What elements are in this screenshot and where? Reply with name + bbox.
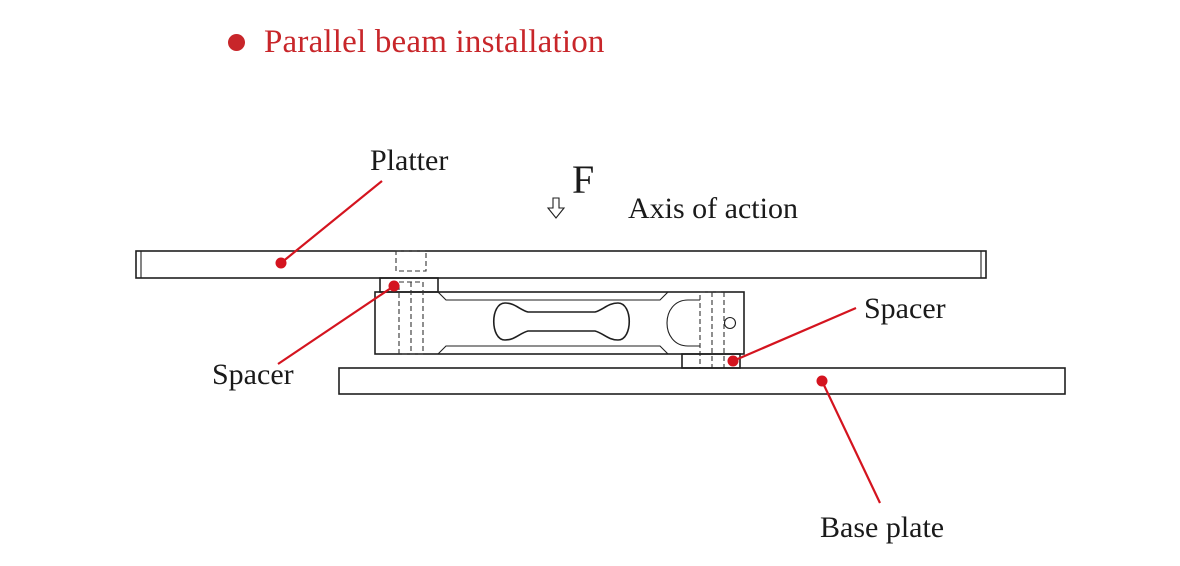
title-text: Parallel beam installation — [264, 23, 605, 60]
title-bullet-icon — [228, 33, 245, 51]
label-axis-of-action: Axis of action — [628, 192, 798, 225]
label-platter: Platter — [370, 144, 448, 177]
leader-base-plate — [821, 380, 881, 504]
leader-platter — [280, 180, 383, 264]
platter — [135, 250, 987, 279]
load-cell-right-round — [666, 299, 700, 347]
base-plate — [338, 367, 1066, 395]
base-plate-outline — [338, 367, 1066, 395]
platter-outline — [135, 250, 987, 279]
load-cell-body — [374, 291, 745, 355]
label-force: F — [572, 157, 594, 202]
leader-spacer-left-dot — [388, 280, 400, 292]
label-spacer-right: Spacer — [864, 292, 946, 325]
leader-spacer-left — [277, 285, 395, 365]
leader-base-plate-dot — [816, 375, 828, 387]
load-cell — [374, 281, 745, 369]
force-arrow-icon — [546, 197, 566, 219]
leader-spacer-right-dot — [727, 355, 739, 367]
cable-hole-icon — [723, 316, 737, 330]
load-cell-upper-step — [437, 291, 669, 301]
label-base-plate: Base plate — [820, 511, 944, 544]
load-cell-center-cutout — [493, 302, 630, 341]
leader-platter-dot — [275, 257, 287, 269]
leader-spacer-right — [732, 306, 857, 363]
force-arrow-shape — [546, 197, 566, 219]
load-cell-lower-step — [437, 345, 669, 355]
platter-bolt-hidden — [395, 250, 427, 272]
diagram-title: Parallel beam installation — [228, 20, 605, 64]
